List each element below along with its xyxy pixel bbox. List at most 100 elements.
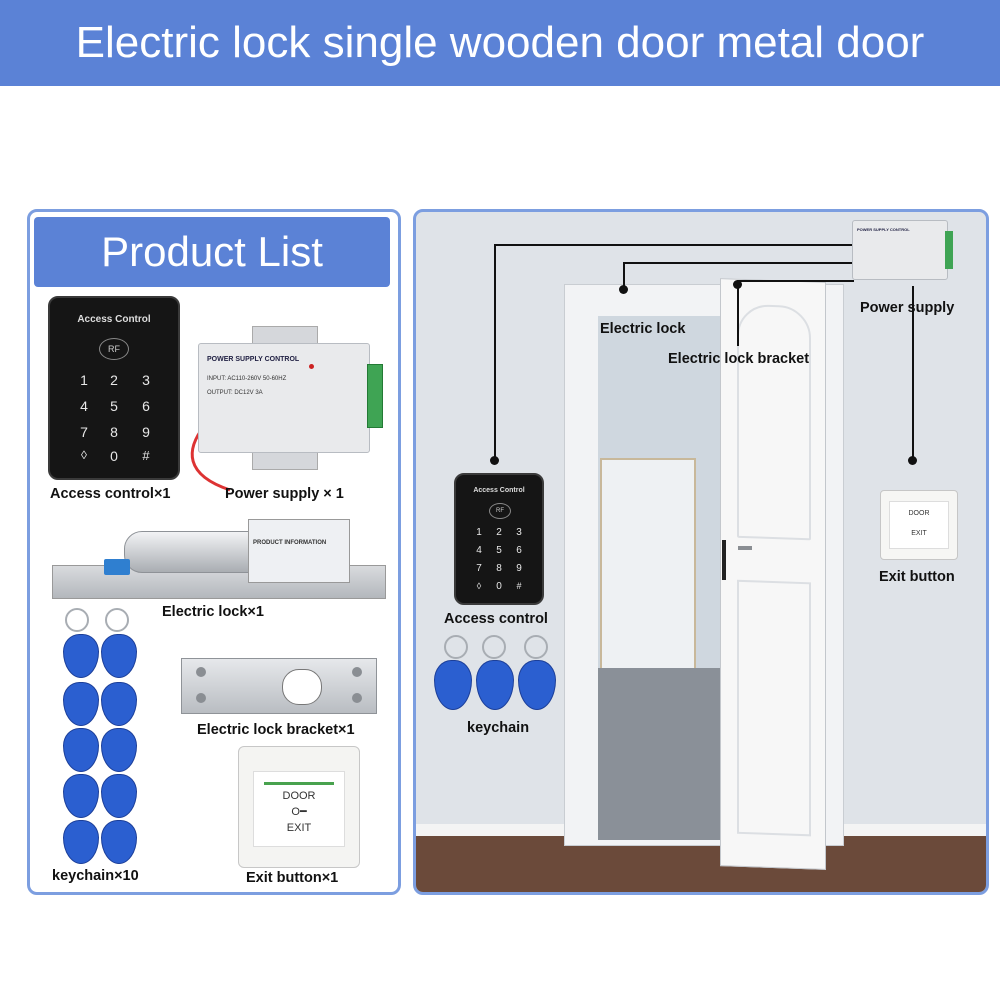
rf-icon: RF [99,338,129,360]
power-supply-caption: Power supply × 1 [225,486,344,502]
keychain-fob-icon [101,634,137,678]
power-supply-image: POWER SUPPLY CONTROL INPUT: AC110-260V 5… [198,343,383,453]
installed-key-hash: # [516,581,522,591]
installed-key-2: 2 [496,527,502,538]
installed-key-0: 0 [496,581,502,592]
connector-dot-icon [733,280,742,289]
installed-exit-door-label: DOOR [908,510,930,517]
connector-line [494,244,854,246]
exit-door-label: DOOR [282,790,316,802]
key-0: 0 [110,448,118,464]
keychain-group [55,608,145,870]
door-panel-bottom [737,579,811,837]
exit-button-caption: Exit button×1 [246,870,339,886]
lock-info-label: PRODUCT INFORMATION [253,540,327,546]
keypad-keys: 1 2 3 4 5 6 7 8 9 ◊ 0 # [50,298,178,478]
keychain-fob-icon [63,820,99,864]
keychain-fob-icon [434,660,472,710]
installed-psu-terminal-block [945,231,953,269]
electric-lock-caption: Electric lock×1 [162,604,264,620]
installed-access-control-image: Access Control RF 1 2 3 4 5 6 7 8 9 ◊ 0 … [454,473,544,605]
key-7: 7 [80,424,88,440]
access-control-label: Access control [444,611,548,627]
psu-led-icon [309,364,314,369]
lock-connector-icon [104,559,130,575]
lock-info-box: PRODUCT INFORMATION [248,519,350,583]
keychain-ring-icon [444,635,468,659]
installed-key-3: 3 [516,527,522,538]
keychain-fob-icon [518,660,556,710]
installed-key-5: 5 [496,545,502,556]
electric-lock-bracket-label: Electric lock bracket [668,351,810,367]
key-1: 1 [80,372,88,388]
exit-exit-label: EXIT [286,822,312,834]
psu-title: POWER SUPPLY CONTROL [207,356,300,363]
connector-dot-icon [908,456,917,465]
connector-dot-icon [619,285,628,294]
connector-line [494,245,496,463]
installed-key-9: 9 [516,563,522,574]
keychain-fob-icon [63,634,99,678]
key-6: 6 [142,398,150,414]
bracket-screw-hole-icon [196,693,206,703]
exit-button-face: DOOR O━ EXIT [253,771,345,847]
installed-keypad-header: Access Control [473,487,525,494]
keychain-fob-icon [476,660,514,710]
key-4: 4 [80,398,88,414]
key-5: 5 [110,398,118,414]
installed-key-6: 6 [516,545,522,556]
keychain-fob-icon [101,820,137,864]
installed-key-8: 8 [496,563,502,574]
exit-key-icon: O━ [291,806,307,818]
header-banner [0,0,1000,86]
installed-exit-button-image: DOOR EXIT [880,490,958,560]
bracket-screw-hole-icon [196,667,206,677]
keypad-header: Access Control [77,314,151,325]
psu-input: INPUT: AC110-260V 50-60HZ [207,376,287,382]
keychain-label: keychain [467,720,530,736]
connector-line [737,282,739,346]
door-latch-icon [722,540,726,580]
installed-key-1: 1 [476,527,482,538]
connector-line [912,286,914,464]
bracket-screw-hole-icon [352,667,362,677]
psu-output: OUTPUT: DC12V 3A [207,390,263,396]
key-8: 8 [110,424,118,440]
power-supply-label: Power supply [860,300,955,316]
keychain-ring-icon [65,608,89,632]
keychain-fob-icon [63,774,99,818]
keychain-caption: keychain×10 [52,868,139,884]
key-hash: # [142,448,150,463]
connector-line [623,262,625,290]
exit-button-label: Exit button [879,569,955,585]
room-floor [598,668,726,840]
lock-cylinder [124,531,266,573]
key-3: 3 [142,372,150,388]
bracket-bolt-hole-icon [282,669,322,705]
bracket-screw-hole-icon [352,693,362,703]
room-shelf [600,458,696,672]
electric-lock-label: Electric lock [600,321,686,337]
exit-button-image: DOOR O━ EXIT [238,746,360,868]
keychain-ring-icon [105,608,129,632]
exit-button-led-icon [264,782,334,785]
connector-line [737,280,854,282]
key-2: 2 [110,372,118,388]
installed-rf-icon: RF [489,503,511,519]
key-9: 9 [142,424,150,440]
keychain-fob-icon [101,682,137,726]
installed-power-supply-image: POWER SUPPLY CONTROL [852,220,953,280]
installed-exit-exit-label: EXIT [911,530,927,537]
keychain-fob-icon [101,728,137,772]
electric-lock-bracket-image [181,658,377,714]
psu-terminal-block [367,364,383,428]
bracket-caption: Electric lock bracket×1 [197,722,355,738]
keychain-fob-icon [63,728,99,772]
installed-key-bell: ◊ [476,581,482,591]
page-title: Electric lock single wooden door metal d… [75,18,925,67]
keychain-fob-icon [101,774,137,818]
keychain-fob-icon [63,682,99,726]
keychain-ring-icon [482,635,506,659]
keychain-ring-icon [524,635,548,659]
installed-psu-title: POWER SUPPLY CONTROL [857,227,910,232]
